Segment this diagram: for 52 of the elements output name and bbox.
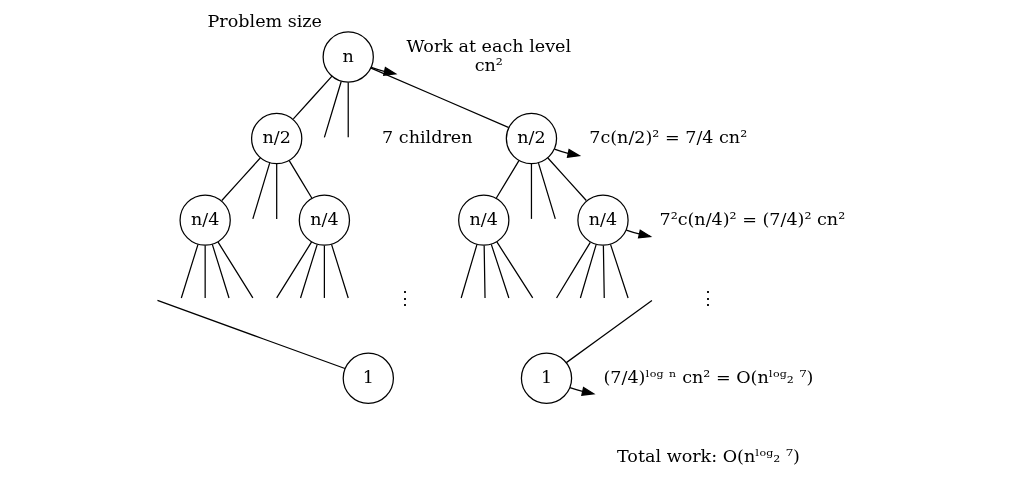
connector bbox=[547, 157, 587, 202]
connector bbox=[330, 243, 349, 299]
connector bbox=[537, 162, 556, 220]
connector bbox=[555, 241, 591, 299]
connector bbox=[156, 299, 346, 370]
connector bbox=[495, 159, 520, 199]
connector bbox=[204, 245, 206, 299]
connector bbox=[323, 245, 325, 299]
label: ⋮ bbox=[699, 287, 718, 308]
connector bbox=[370, 67, 509, 128]
connector bbox=[288, 159, 313, 199]
connector bbox=[323, 80, 342, 138]
node-label: Problem size bbox=[207, 11, 322, 32]
label: 7 children bbox=[382, 127, 473, 148]
node-circle: n/4 bbox=[298, 194, 351, 246]
connector bbox=[530, 163, 533, 220]
node-text: Work at each level cn² bbox=[406, 36, 572, 76]
label: ⋮ bbox=[395, 287, 414, 308]
connector bbox=[579, 243, 597, 299]
connector bbox=[211, 243, 230, 299]
connector bbox=[347, 81, 349, 138]
connector bbox=[602, 245, 605, 299]
connector bbox=[609, 243, 629, 299]
connector bbox=[299, 243, 318, 299]
connector bbox=[460, 243, 478, 299]
node-text: 7c(n/2)² = 7/4 cn² bbox=[589, 127, 748, 148]
node-circle: n bbox=[322, 31, 374, 83]
connector bbox=[180, 243, 199, 299]
arrow bbox=[553, 148, 582, 158]
connector bbox=[292, 75, 333, 120]
arrow bbox=[370, 66, 398, 76]
node-circle: 1 bbox=[342, 352, 395, 404]
connector bbox=[483, 245, 486, 299]
node-circle: n/4 bbox=[458, 194, 510, 246]
connector bbox=[276, 163, 278, 220]
connector bbox=[217, 241, 254, 299]
arrow bbox=[625, 229, 653, 239]
arrow bbox=[569, 386, 596, 396]
connector bbox=[496, 241, 534, 299]
connector bbox=[276, 241, 313, 299]
connector bbox=[221, 157, 262, 202]
node-circle: n/4 bbox=[577, 194, 629, 246]
label: Total work: O(nˡᵒᵍ₂ ⁷) bbox=[617, 445, 800, 466]
node-text: 7²c(n/4)² = (7/4)² cn² bbox=[659, 208, 846, 229]
connector bbox=[490, 243, 510, 299]
node-circle: n/2 bbox=[505, 112, 558, 165]
connector bbox=[565, 299, 653, 364]
node-text: (7/4)ˡᵒᵍ ⁿ cn² = O(nˡᵒᵍ₂ ⁷) bbox=[603, 366, 814, 387]
node-circle: n/2 bbox=[250, 112, 303, 165]
connector bbox=[252, 162, 271, 220]
node-circle: n/4 bbox=[179, 194, 231, 246]
node-circle: 1 bbox=[520, 352, 573, 404]
